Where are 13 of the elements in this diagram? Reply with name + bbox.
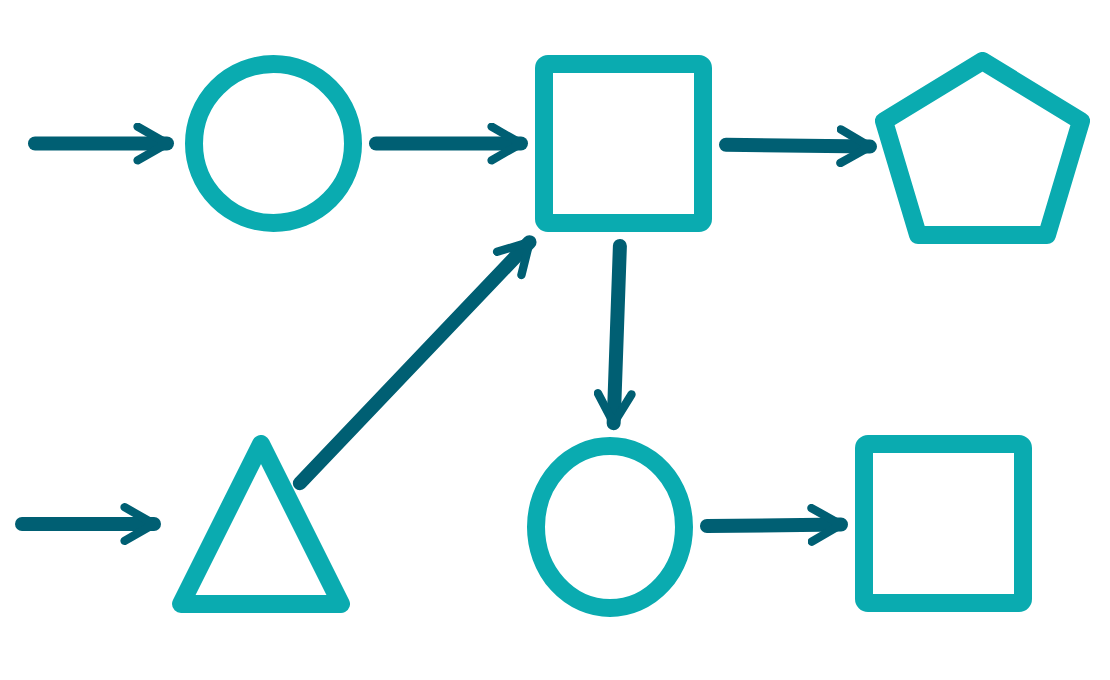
arrow	[28, 122, 174, 165]
arrow	[593, 239, 636, 431]
arrow	[292, 235, 537, 491]
arrow	[699, 503, 848, 546]
arrow	[15, 503, 161, 545]
arrow	[369, 122, 528, 165]
triangle-shape	[172, 435, 350, 613]
pentagon-shape	[875, 52, 1090, 244]
box-shape	[855, 435, 1032, 612]
arrow	[719, 125, 877, 168]
circle-shape	[527, 437, 693, 617]
circle-shape	[185, 55, 362, 232]
box-shape	[535, 55, 712, 232]
